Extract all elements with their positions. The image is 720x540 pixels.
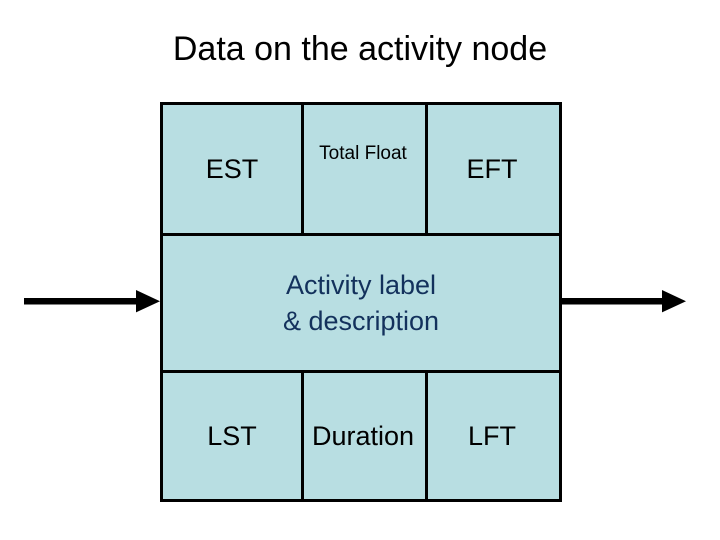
cell-duration-label: Duration [311,421,415,451]
outgoing-arrow [562,284,686,318]
node-row-top: EST Total Float EFT [163,105,559,236]
cell-activity-label: Activity label & description [163,236,559,370]
outgoing-arrow-glyph [562,290,686,313]
cell-est-label: EST [205,154,259,184]
cell-eft: EFT [425,105,556,233]
cell-total-float-label: Total Float [319,143,407,164]
cell-eft-label: EFT [466,154,518,184]
incoming-arrow-glyph [24,290,160,313]
cell-lft-label: LFT [467,421,516,451]
node-row-middle: Activity label & description [163,236,559,373]
cell-lst: LST [163,373,301,499]
activity-node-diagram: EST Total Float EFT Activity label & des… [160,102,562,502]
activity-label-line-2: & description [282,306,440,336]
cell-duration: Duration [301,373,422,499]
cell-total-float: Total Float [301,105,422,233]
cell-lft: LFT [425,373,556,499]
cell-lst-label: LST [207,421,257,451]
cell-est: EST [163,105,301,233]
incoming-arrow [24,284,160,318]
node-row-bottom: LST Duration LFT [163,373,559,499]
activity-label-line-1: Activity label [285,270,437,300]
page-title: Data on the activity node [172,30,548,68]
